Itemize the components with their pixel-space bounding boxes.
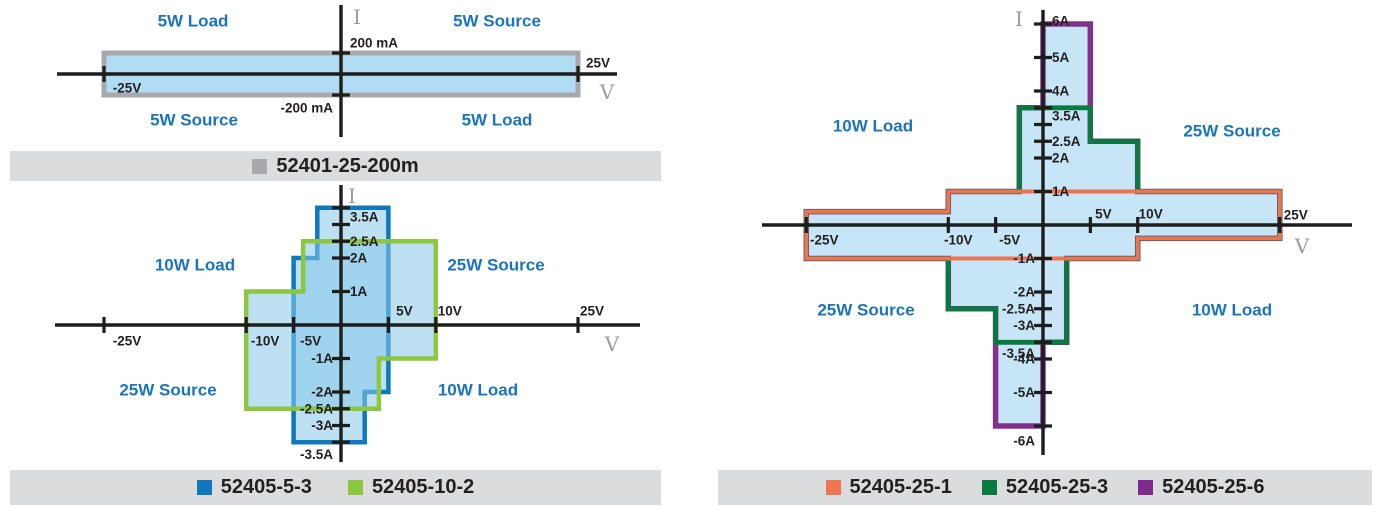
legend-bar-25w-left: 52405-5-3 52405-10-2 [10, 470, 661, 505]
x-tick-label: 10V [1139, 207, 1163, 222]
quadrant-label: 5W Load [462, 111, 533, 130]
chart-0: -25V 25V 200 mA -200 mA V I 5W Load 5W Source 5W… [57, 5, 617, 137]
x-tick-label: 25V [580, 304, 604, 319]
legend-label: 52405-25-1 [849, 476, 952, 498]
x-tick-label: 5V [396, 304, 413, 319]
legend-item-52405-25-1: 52405-25-1 [825, 476, 952, 499]
legend-item-52405-5-3: 52405-5-3 [196, 476, 312, 499]
legend-item-52405-25-3: 52405-25-3 [981, 476, 1109, 499]
legend-swatch-icon [825, 480, 841, 495]
region-52405-25-1 [804, 189, 1282, 261]
quadrant-label: 10W Load [155, 256, 235, 275]
legend-label: 52405-10-2 [371, 476, 475, 498]
y-tick-label: 2A [350, 251, 368, 266]
x-tick-label: 5V [1095, 207, 1112, 222]
y-tick-label: -3.5A [1002, 346, 1035, 361]
x-tick-label: 10V [438, 304, 462, 319]
x-axis-letter: V [1294, 234, 1310, 258]
quadrant-label: 5W Load [158, 12, 229, 31]
x-axis-letter: V [604, 332, 620, 356]
y-tick-label: 2.5A [1052, 134, 1081, 149]
chart-2: -25V -10V -5V 5V 10V 25V 6A 5A 4A 3.5A 2.5A 2A 1A -1A… [762, 7, 1352, 455]
y-tick-label: -200 mA [280, 101, 333, 116]
quadrant-label: 5W Source [453, 12, 541, 31]
y-tick-label: 1A [350, 284, 368, 299]
y-tick-label: -6A [1013, 434, 1035, 449]
y-tick-label: -3A [1013, 318, 1035, 333]
y-axis-letter: I [1015, 7, 1023, 31]
y-tick-label: 3.5A [350, 209, 379, 224]
quadrant-label: 25W Source [119, 381, 216, 400]
y-tick-label: -5A [1013, 385, 1035, 400]
x-tick-label: -25V [810, 233, 839, 248]
y-tick-label: 6A [1052, 14, 1070, 29]
quadrant-label: 10W Load [833, 117, 913, 136]
y-axis-letter: I [348, 184, 356, 208]
y-tick-label: -1A [311, 351, 333, 366]
x-tick-label: 25V [1284, 208, 1308, 223]
quadrant-label: 5W Source [150, 111, 238, 130]
quadrant-label: 10W Load [1192, 301, 1272, 320]
y-tick-label: -4A [1013, 352, 1035, 367]
legend-label: 52405-5-3 [220, 476, 312, 498]
quadrant-label: 10W Load [438, 381, 518, 400]
y-tick-label: 4A [1052, 84, 1070, 99]
y-tick-label: 5A [1052, 50, 1070, 65]
legend-label: 52401-25-200m [276, 154, 419, 177]
x-tick-label: 25V [586, 56, 610, 71]
legend-bar-5w: 52401-25-200m [10, 151, 661, 181]
legend-item-52401-25-200m: 52401-25-200m [252, 154, 419, 178]
y-tick-label: 2.5A [350, 234, 379, 249]
y-tick-label: -1A [1013, 251, 1035, 266]
legend-label: 52405-25-6 [1162, 476, 1265, 498]
legend-label: 52405-25-3 [1005, 476, 1109, 498]
y-tick-label: 200 mA [350, 36, 398, 51]
legend-swatch-icon [252, 158, 268, 174]
x-tick-label: -10V [944, 233, 973, 248]
y-tick-label: -2A [311, 385, 333, 400]
x-tick-label: -10V [251, 334, 280, 349]
x-tick-label: -5V [999, 233, 1020, 248]
y-tick-label: 1A [1052, 184, 1070, 199]
legend-swatch-icon [981, 480, 997, 495]
legend-swatch-icon [1138, 480, 1154, 495]
y-tick-label: -3A [311, 418, 333, 433]
y-tick-label: 3.5A [1052, 108, 1081, 123]
legend-swatch-icon [196, 480, 212, 495]
y-tick-label: -2.5A [300, 401, 333, 416]
legend-swatch-icon [347, 480, 363, 495]
x-tick-label: -5V [300, 334, 321, 349]
x-tick-label: -25V [113, 334, 142, 349]
x-axis-letter: V [599, 80, 615, 104]
y-tick-label: 2A [1052, 151, 1070, 166]
y-tick-label: -3.5A [300, 447, 333, 462]
quadrant-label: 25W Source [1183, 122, 1280, 141]
chart-1: -25V -10V -5V 5V 10V 25V 3.5A 2.5A 2A 1A -1A -2A-2.… [55, 184, 640, 462]
quadrant-label: 25W Source [817, 301, 914, 320]
y-tick-label: -2.5A [1002, 301, 1035, 316]
x-tick-label: -25V [113, 81, 142, 96]
legend-item-52405-10-2: 52405-10-2 [347, 476, 475, 499]
y-axis-letter: I [353, 5, 361, 29]
y-tick-label: -2A [1013, 285, 1035, 300]
legend-bar-25w-right: 52405-25-1 52405-25-3 52405-25-6 [718, 470, 1372, 505]
quadrant-label: 25W Source [447, 256, 544, 275]
legend-item-52405-25-6: 52405-25-6 [1138, 476, 1264, 499]
